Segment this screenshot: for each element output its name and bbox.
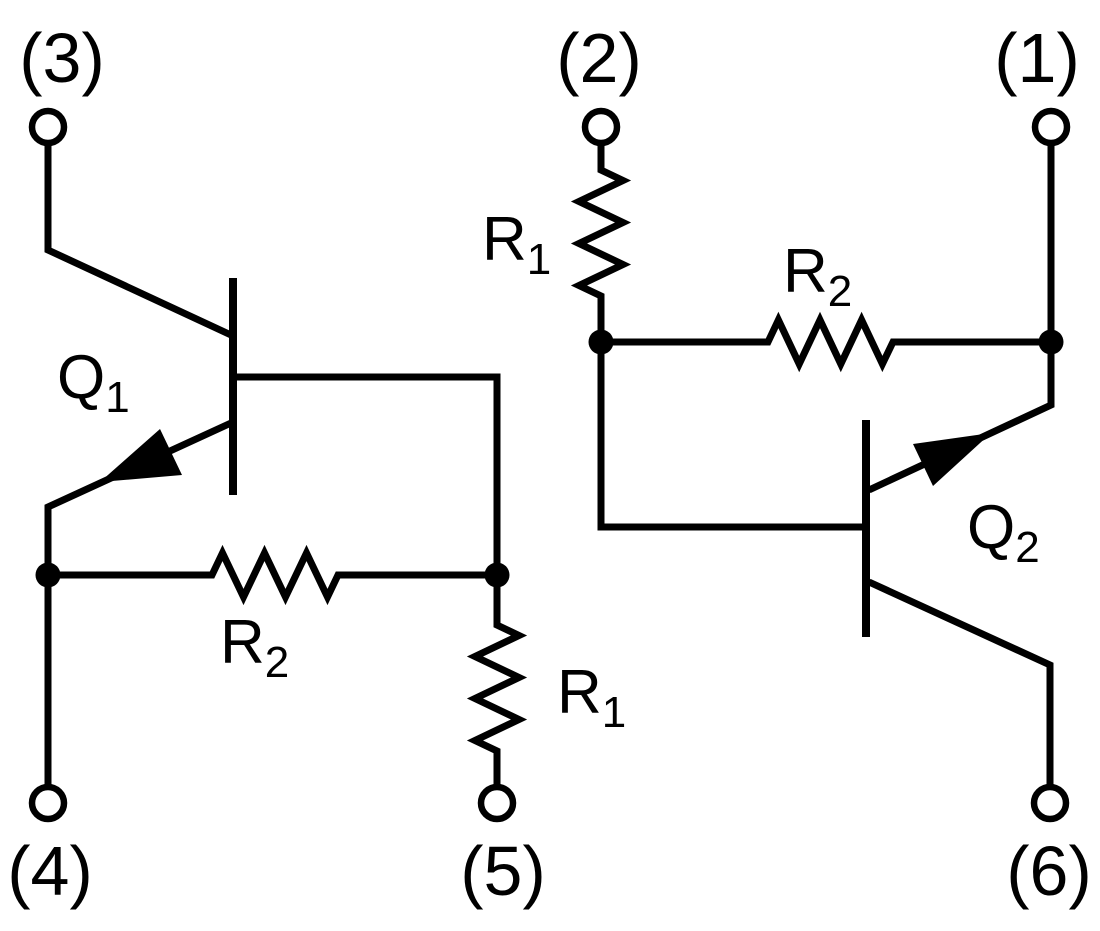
terminal-pin4 <box>28 783 68 823</box>
q1-base-wire <box>233 373 501 575</box>
terminal-pin5 <box>477 783 517 823</box>
q1-emitter-wire <box>44 419 233 575</box>
q1-circuit: (3) (4) (5) Q1 R2 R1 <box>7 19 626 910</box>
junction-emitter-node-right <box>1038 329 1064 355</box>
pin3-label: (3) <box>19 19 105 97</box>
q2-emitter-wire <box>867 342 1055 494</box>
junction-base-node-left <box>484 562 510 588</box>
resistor-r1-left <box>466 575 528 787</box>
pin4-label: (4) <box>7 832 93 910</box>
r1-left-label: R1 <box>557 658 626 737</box>
q1-emitter-arrow-icon <box>100 429 182 482</box>
pin6-label: (6) <box>1006 832 1092 910</box>
resistor-r2-right <box>601 311 1051 373</box>
junction-emitter-node-left <box>35 562 61 588</box>
terminal-pin6 <box>1030 783 1070 823</box>
q2-circuit: (2) (1) (6) R1 R2 Q2 <box>482 19 1092 910</box>
q2-emitter-arrow-icon <box>913 433 991 486</box>
r2-left-label: R2 <box>220 608 289 687</box>
pin2-label: (2) <box>556 19 642 97</box>
terminal-pin2 <box>581 107 621 147</box>
r2-right-label: R2 <box>783 237 852 316</box>
terminal-pin1 <box>1031 107 1071 147</box>
pin5-label: (5) <box>460 832 546 910</box>
terminal-pin3 <box>28 107 68 147</box>
q1-collector-wire <box>44 143 233 339</box>
q2-label: Q2 <box>967 493 1040 572</box>
r1-right-label: R1 <box>482 205 551 284</box>
q2-base-wire <box>597 342 863 531</box>
q1-label: Q1 <box>57 343 130 422</box>
junction-base-node-right <box>588 329 614 355</box>
resistor-r2-left <box>48 544 497 606</box>
q2-collector-wire <box>867 578 1054 787</box>
pin1-label: (1) <box>994 19 1080 97</box>
resistor-r1-right <box>570 143 632 342</box>
